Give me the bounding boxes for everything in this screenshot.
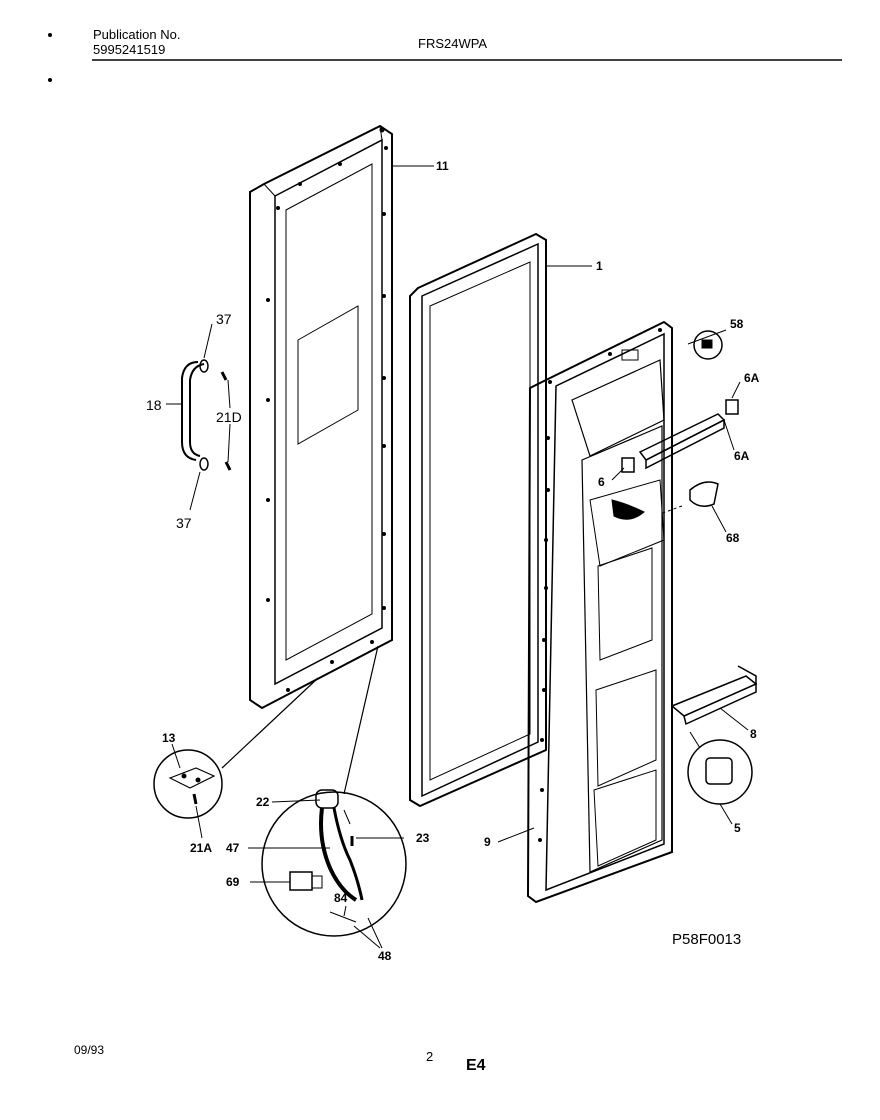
callout-6A-top: 6A xyxy=(744,371,760,385)
callout-48: 48 xyxy=(378,949,392,963)
callout-47: 47 xyxy=(226,841,240,855)
callout-84: 84 xyxy=(334,891,348,905)
callout-8: 8 xyxy=(750,727,757,741)
callout-1: 1 xyxy=(596,259,603,273)
frame-screw-holes xyxy=(266,127,388,692)
part-68-actuator xyxy=(659,481,719,515)
callout-37-bottom: 37 xyxy=(176,515,192,531)
part-6-clip xyxy=(621,457,635,473)
footer-section: E4 xyxy=(466,1057,486,1074)
part-58-screw xyxy=(693,330,723,360)
callout-69: 69 xyxy=(226,875,240,889)
detail-circle-part-13 xyxy=(153,677,319,819)
callout-58: 58 xyxy=(730,317,744,331)
callout-6: 6 xyxy=(598,475,605,489)
footer-date: 09/93 xyxy=(74,1043,105,1057)
callout-9: 9 xyxy=(484,835,491,849)
figure-id: P58F0013 xyxy=(672,931,742,948)
leader-lines xyxy=(166,165,749,949)
margin-dot xyxy=(48,33,52,37)
callout-37-top: 37 xyxy=(216,311,232,327)
door-frame-part-11 xyxy=(249,124,393,710)
callout-68: 68 xyxy=(726,531,740,545)
callout-21A: 21A xyxy=(190,841,212,855)
publication-number: 5995241519 xyxy=(93,42,166,57)
part-5-detail-circle xyxy=(687,731,753,805)
callout-5: 5 xyxy=(734,821,741,835)
callout-22: 22 xyxy=(256,795,270,809)
callout-11: 11 xyxy=(436,159,449,173)
part-6A-clip xyxy=(725,399,739,415)
detail-circle-wiring xyxy=(261,645,407,937)
part-8-drip-tray xyxy=(670,665,758,726)
callout-13: 13 xyxy=(162,731,176,745)
model-number: FRS24WPA xyxy=(418,36,488,51)
publication-label: Publication No. xyxy=(93,27,181,42)
margin-dot xyxy=(48,78,52,82)
callout-23: 23 xyxy=(416,831,430,845)
liner-screw-holes xyxy=(538,328,662,842)
door-liner-part-9 xyxy=(526,320,673,904)
part-6A-bar xyxy=(638,413,726,470)
door-gasket-part-1 xyxy=(409,232,547,808)
callout-21D: 21D xyxy=(216,409,242,425)
door-handle-part-18 xyxy=(181,359,232,471)
footer-page: 2 xyxy=(426,1049,434,1064)
callout-18: 18 xyxy=(146,397,162,413)
callout-6A-mid: 6A xyxy=(734,449,750,463)
